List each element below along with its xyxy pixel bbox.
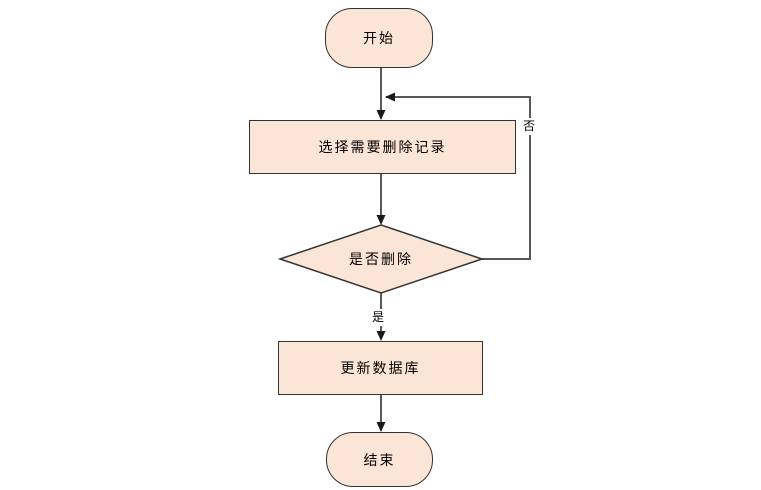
- edge-label-no: 否: [520, 118, 538, 135]
- node-select-records-label: 选择需要删除记录: [318, 139, 447, 155]
- arrowhead-into-decision: [376, 215, 386, 225]
- edge-label-yes: 是: [369, 309, 387, 326]
- arrowhead-into-end: [376, 422, 386, 432]
- node-select-records: 选择需要删除记录: [249, 120, 516, 174]
- node-end-label: 结束: [363, 451, 396, 468]
- node-confirm-delete: 是否删除: [280, 225, 482, 293]
- node-start: 开始: [325, 8, 433, 68]
- node-end: 结束: [326, 432, 433, 487]
- arrowhead-into-select: [376, 110, 386, 120]
- node-confirm-delete-label: 是否删除: [349, 251, 413, 267]
- node-update-database-label: 更新数据库: [340, 360, 421, 376]
- decision-diamond-shape: [277, 224, 485, 294]
- arrowhead-into-update: [376, 331, 386, 341]
- node-start-label: 开始: [363, 30, 395, 46]
- arrowhead-no-loop: [385, 92, 395, 102]
- connector-no-loop: [386, 96, 531, 260]
- node-update-database: 更新数据库: [278, 341, 483, 395]
